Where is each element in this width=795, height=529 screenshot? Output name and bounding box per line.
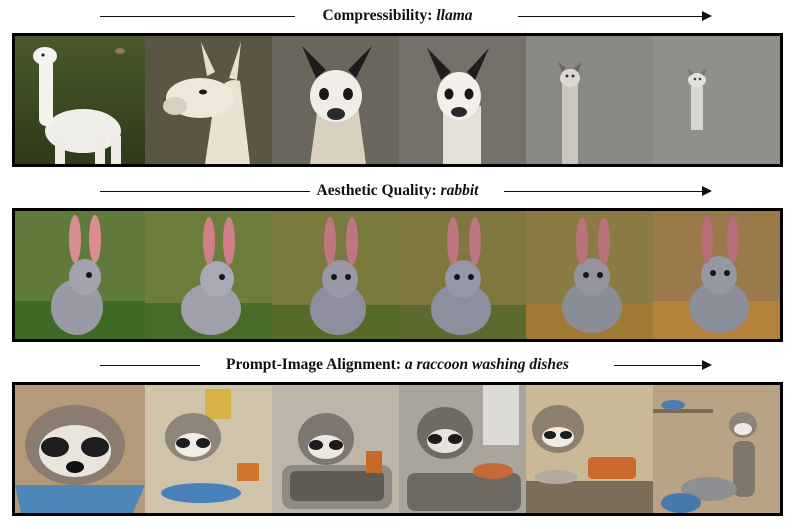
- llama-image: [399, 36, 526, 164]
- metric-label: Compressibility:: [322, 7, 433, 24]
- row-title-text: Compressibility: llama: [316, 4, 479, 28]
- row-title-prompt-image-alignment: Prompt-Image Alignment: a raccoon washin…: [0, 353, 795, 377]
- image-frame: [653, 385, 780, 513]
- left-arrow-line: [100, 16, 295, 17]
- image-strip-llama: [12, 33, 783, 167]
- image-frame: [526, 211, 653, 339]
- image-frame: [653, 36, 780, 164]
- image-frame: [399, 36, 526, 164]
- prompt-label: rabbit: [440, 182, 479, 199]
- llama-image: [145, 36, 272, 164]
- raccoon-image: [399, 385, 526, 513]
- image-frame: [399, 211, 526, 339]
- image-strip-raccoon: [12, 382, 783, 516]
- image-frame: [145, 211, 272, 339]
- image-frame: [399, 385, 526, 513]
- right-arrow-line: [614, 365, 704, 366]
- image-frame: [526, 385, 653, 513]
- raccoon-image: [653, 385, 780, 513]
- raccoon-image: [526, 385, 653, 513]
- image-frame: [15, 385, 145, 513]
- rabbit-image: [272, 211, 399, 339]
- row-title-text: Prompt-Image Alignment: a raccoon washin…: [220, 353, 575, 377]
- image-frame: [145, 385, 272, 513]
- rabbit-image: [399, 211, 526, 339]
- left-arrow-line: [100, 365, 200, 366]
- row-title-compressibility: Compressibility: llama: [0, 4, 795, 28]
- row-title-text: Aesthetic Quality: rabbit: [310, 179, 485, 203]
- llama-image: [526, 36, 653, 164]
- image-frame: [526, 36, 653, 164]
- prompt-label: a raccoon washing dishes: [404, 356, 569, 373]
- right-arrow-line: [504, 191, 704, 192]
- rabbit-image: [145, 211, 272, 339]
- raccoon-image: [15, 385, 145, 513]
- image-frame: [653, 211, 780, 339]
- right-arrow-line: [518, 16, 704, 17]
- image-frame: [15, 36, 145, 164]
- image-frame: [272, 36, 399, 164]
- image-frame: [145, 36, 272, 164]
- rabbit-image: [653, 211, 780, 339]
- image-frame: [15, 211, 145, 339]
- image-frame: [272, 385, 399, 513]
- arrow-head-icon: [702, 360, 712, 370]
- rabbit-image: [526, 211, 653, 339]
- arrow-head-icon: [702, 186, 712, 196]
- left-arrow-line: [100, 191, 310, 192]
- raccoon-image: [272, 385, 399, 513]
- llama-image: [272, 36, 399, 164]
- image-strip-rabbit: [12, 208, 783, 342]
- prompt-label: llama: [436, 7, 473, 24]
- metric-label: Prompt-Image Alignment:: [226, 356, 401, 373]
- image-frame: [272, 211, 399, 339]
- metric-label: Aesthetic Quality:: [316, 182, 437, 199]
- raccoon-image: [145, 385, 272, 513]
- arrow-head-icon: [702, 11, 712, 21]
- llama-image: [15, 36, 145, 164]
- row-title-aesthetic-quality: Aesthetic Quality: rabbit: [0, 179, 795, 203]
- llama-image: [653, 36, 780, 164]
- rabbit-image: [15, 211, 145, 339]
